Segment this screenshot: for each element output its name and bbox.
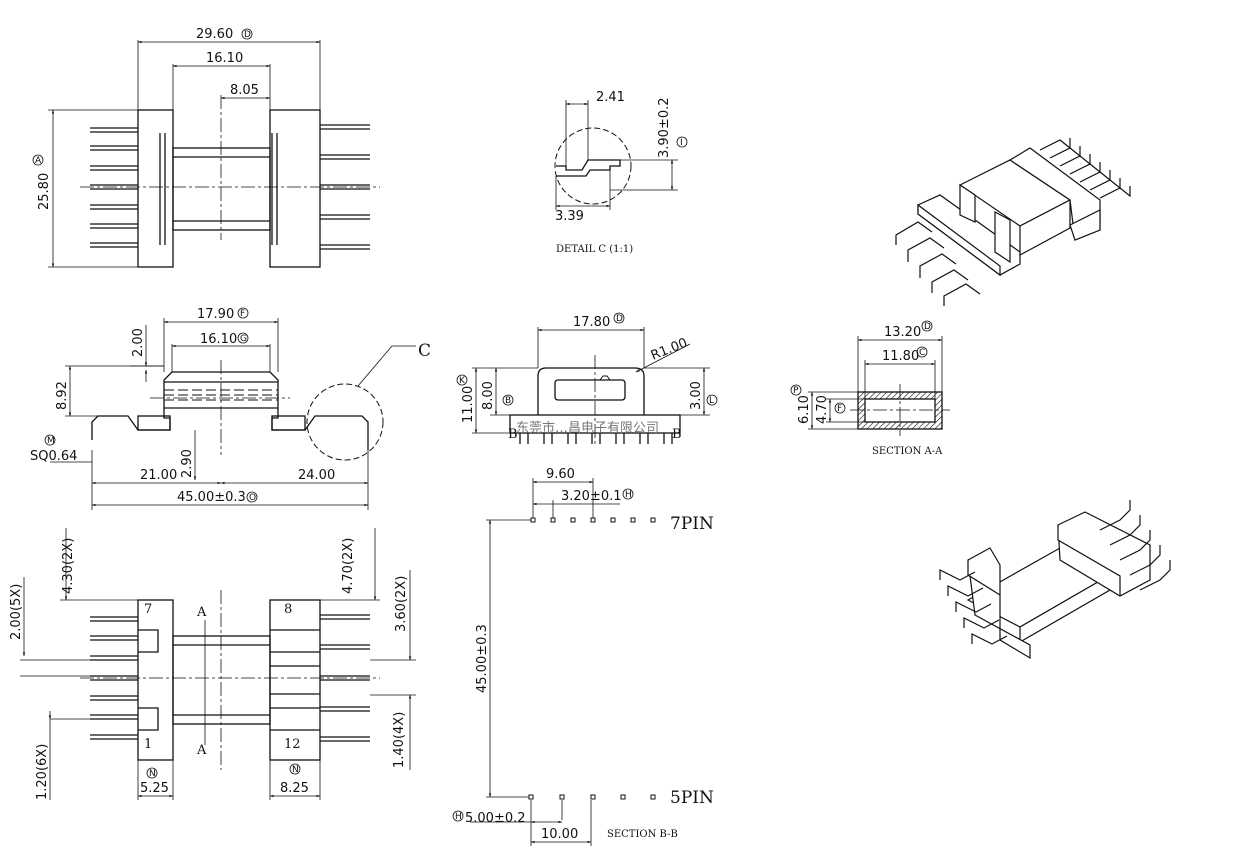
isometric-view-top bbox=[895, 138, 1131, 306]
detail-c-dim-width: 2.41 bbox=[596, 90, 625, 105]
section-aa-dim-13-20: 13.20 bbox=[884, 325, 921, 340]
section-bb-caption: SECTION B-B bbox=[607, 829, 678, 840]
detail-c-circle bbox=[554, 127, 632, 205]
top-dim-total-width: 29.60 bbox=[196, 27, 233, 42]
top-callout-a: A bbox=[35, 156, 42, 166]
detail-c-caption: DETAIL C (1:1) bbox=[556, 244, 633, 255]
section-aa-callout-p: P bbox=[793, 386, 799, 396]
section-aa-dim-11-80: 11.80 bbox=[882, 349, 919, 364]
bottom-view-right-flange bbox=[269, 599, 321, 761]
isometric-view-bottom bbox=[939, 500, 1171, 660]
pin-dim-5-00: 5.00±0.2 bbox=[465, 811, 526, 826]
pin-callout-h-bottom: H bbox=[455, 812, 462, 822]
side-view-outline bbox=[91, 371, 369, 450]
bottom-dim-8-25: 8.25 bbox=[280, 781, 309, 796]
end-view bbox=[472, 327, 710, 445]
bottom-view-right-pins bbox=[320, 614, 370, 742]
side-view-detail-circle bbox=[306, 383, 384, 461]
detail-c-view bbox=[554, 100, 678, 210]
top-view-left-pins bbox=[90, 127, 138, 248]
pin-layout-view bbox=[470, 478, 656, 846]
side-dim-8-92: 8.92 bbox=[55, 381, 70, 410]
end-callout-k: K bbox=[459, 376, 466, 386]
bottom-callout-n-left: N bbox=[149, 769, 156, 779]
side-callout-f: F bbox=[240, 309, 245, 319]
bottom-callout-n-right: N bbox=[292, 765, 299, 775]
side-callout-g: G bbox=[240, 334, 247, 344]
end-dim-radius: R1.00 bbox=[649, 336, 690, 364]
end-callout-l: L bbox=[709, 396, 714, 406]
side-view bbox=[50, 318, 416, 510]
end-dim-8-00: 8.00 bbox=[481, 381, 496, 410]
bottom-pin-number-12: 12 bbox=[284, 737, 301, 752]
bottom-view bbox=[20, 528, 416, 800]
side-dim-pin-square: SQ0.64 bbox=[30, 449, 77, 464]
pin-row-7 bbox=[530, 517, 656, 523]
side-dim-16-10: 16.10 bbox=[200, 332, 237, 347]
section-aa-callout-d: D bbox=[924, 322, 931, 332]
top-callout-d: D bbox=[244, 30, 251, 40]
end-dim-17-80: 17.80 bbox=[573, 315, 610, 330]
top-dim-height: 25.80 bbox=[37, 173, 52, 210]
bottom-dim-3-60: 3.60(2X) bbox=[394, 576, 409, 632]
side-dim-24-00: 24.00 bbox=[298, 468, 335, 483]
top-view bbox=[48, 40, 380, 268]
section-aa-callout-c: C bbox=[919, 348, 925, 358]
end-view-body bbox=[537, 367, 645, 415]
pin-dim-9-60: 9.60 bbox=[546, 467, 575, 482]
side-dim-2-00: 2.00 bbox=[131, 328, 146, 357]
bottom-dim-4-70: 4.70(2X) bbox=[341, 538, 356, 594]
pin-dim-10-00: 10.00 bbox=[541, 827, 578, 842]
top-view-right-pins bbox=[320, 124, 370, 250]
detail-c-pin-profile bbox=[556, 159, 621, 177]
pin-row-5 bbox=[528, 794, 656, 800]
end-section-mark-left: B bbox=[508, 427, 518, 442]
top-view-left-flange bbox=[137, 109, 174, 268]
end-section-mark-right: B bbox=[672, 427, 682, 442]
section-aa-callout-f: F bbox=[837, 404, 842, 414]
side-dim-45-00: 45.00±0.3 bbox=[177, 490, 246, 505]
section-aa-dim-6-10: 6.10 bbox=[797, 395, 812, 424]
side-callout-m: M bbox=[47, 436, 55, 446]
bottom-view-left-flange bbox=[137, 599, 174, 761]
bottom-view-left-pins bbox=[90, 616, 138, 740]
bottom-dim-1-40: 1.40(4X) bbox=[392, 712, 407, 768]
bottom-dim-1-20: 1.20(6X) bbox=[35, 744, 50, 800]
pin-dim-3-20: 3.20±0.1 bbox=[561, 489, 622, 504]
bottom-dim-5-25: 5.25 bbox=[140, 781, 169, 796]
detail-c-dim-length: 3.39 bbox=[555, 209, 584, 224]
section-aa-caption: SECTION A-A bbox=[872, 446, 943, 457]
pin-row-label-5pin: 5PIN bbox=[670, 788, 714, 808]
detail-c-dim-height: 3.90±0.2 bbox=[657, 97, 672, 158]
bottom-dim-4-30: 4.30(2X) bbox=[61, 538, 76, 594]
bottom-pin-number-7: 7 bbox=[144, 602, 152, 617]
side-callout-o: O bbox=[249, 493, 256, 503]
end-dim-3-00: 3.00 bbox=[689, 381, 704, 410]
pin-dim-45-00: 45.00±0.3 bbox=[475, 624, 490, 693]
end-callout-d: D bbox=[616, 314, 623, 324]
side-dim-2-90: 2.90 bbox=[180, 449, 195, 478]
side-detail-label-c: C bbox=[418, 341, 431, 361]
bottom-section-mark-bottom: A bbox=[196, 743, 207, 758]
bottom-pin-number-8: 8 bbox=[284, 602, 292, 617]
bottom-pin-number-1: 1 bbox=[144, 737, 152, 752]
top-dim-body-width: 16.10 bbox=[206, 51, 243, 66]
section-aa-dim-4-70: 4.70 bbox=[815, 395, 830, 424]
bottom-dim-2-00: 2.00(5X) bbox=[9, 584, 24, 640]
top-view-bobbin-body bbox=[172, 147, 271, 231]
top-dim-half-width: 8.05 bbox=[230, 83, 259, 98]
section-aa-view bbox=[808, 336, 950, 436]
end-callout-b: B bbox=[505, 396, 511, 406]
pin-row-label-7pin: 7PIN bbox=[670, 514, 714, 534]
end-view-watermark: 东莞市…昌电子有限公司 bbox=[516, 420, 659, 436]
pin-callout-h-top: H bbox=[625, 490, 632, 500]
bottom-section-mark-top: A bbox=[196, 605, 207, 620]
detail-c-callout: I bbox=[680, 138, 683, 148]
side-dim-21-00: 21.00 bbox=[140, 468, 177, 483]
side-dim-17-90: 17.90 bbox=[197, 307, 234, 322]
end-dim-11-00: 11.00 bbox=[461, 386, 476, 423]
